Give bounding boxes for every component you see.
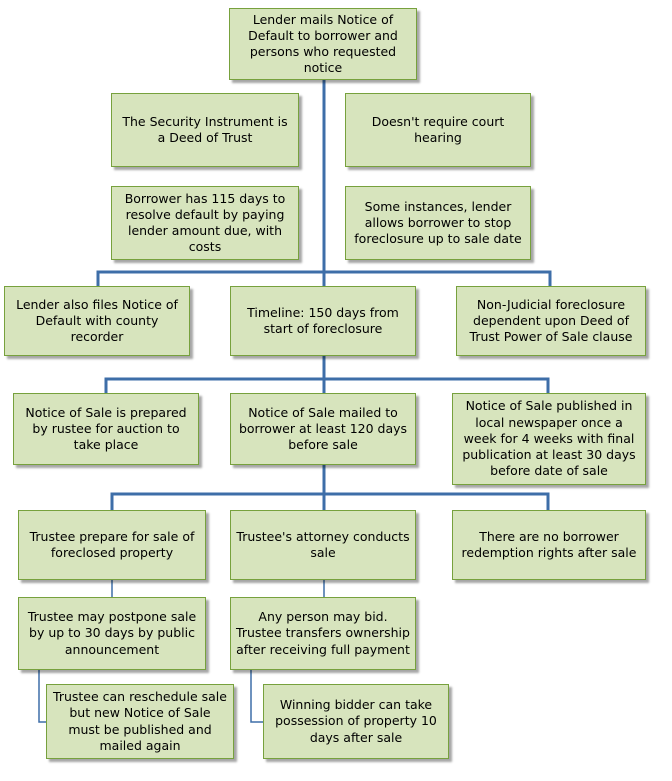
node-text: Trustee can reschedule sale but new Noti…	[53, 689, 227, 753]
node-trustee-postpone-sale: Trustee may postpone sale by up to 30 da…	[18, 597, 206, 670]
node-text: Doesn't require court hearing	[371, 113, 505, 145]
node-notice-of-sale-published: Notice of Sale published in local newspa…	[452, 393, 646, 485]
node-no-redemption-rights: There are no borrower redemption rights …	[452, 510, 646, 580]
node-text: Trustee's attorney conducts sale	[236, 528, 410, 560]
node-any-person-may-bid: Any person may bid. Trustee transfers ow…	[230, 597, 416, 670]
connector-n15-n17	[38, 670, 46, 723]
node-notice-of-sale-prepared: Notice of Sale is prepared by rustee for…	[13, 393, 199, 465]
node-lender-allows-stop: Some instances, lender allows borrower t…	[345, 186, 531, 260]
node-notice-of-sale-mailed: Notice of Sale mailed to borrower at lea…	[230, 393, 416, 465]
connector-n16-n18	[250, 670, 263, 723]
node-text: The Security Instrument is a Deed of Tru…	[122, 113, 288, 145]
node-lender-mails-notice: Lender mails Notice of Default to borrow…	[229, 8, 417, 80]
node-text: Lender mails Notice of Default to borrow…	[248, 11, 398, 76]
node-trustee-reschedule-sale: Trustee can reschedule sale but new Noti…	[46, 684, 234, 759]
node-attorney-conducts-sale: Trustee's attorney conducts sale	[230, 510, 416, 580]
node-no-court-hearing: Doesn't require court hearing	[345, 93, 531, 167]
node-text: Notice of Sale published in local newspa…	[462, 398, 636, 479]
node-text: Trustee may postpone sale by up to 30 da…	[27, 609, 197, 657]
node-trustee-prepare-sale: Trustee prepare for sale of foreclosed p…	[18, 510, 206, 580]
node-text: Notice of Sale mailed to borrower at lea…	[238, 404, 408, 453]
node-text: Winning bidder can take possession of pr…	[275, 697, 437, 745]
node-text: Non-Judicial foreclosure dependent upon …	[469, 296, 633, 345]
node-text: There are no borrower redemption rights …	[461, 528, 637, 560]
node-text: Lender also files Notice of Default with…	[16, 296, 178, 345]
node-files-notice-recorder: Lender also files Notice of Default with…	[4, 286, 190, 356]
node-security-instrument: The Security Instrument is a Deed of Tru…	[111, 93, 299, 167]
node-borrower-115-days: Borrower has 115 days to resolve default…	[111, 186, 299, 260]
node-winning-bidder-possession: Winning bidder can take possession of pr…	[263, 684, 449, 759]
node-text: Some instances, lender allows borrower t…	[354, 198, 522, 247]
node-text: Borrower has 115 days to resolve default…	[124, 190, 286, 255]
node-text: Notice of Sale is prepared by rustee for…	[25, 404, 187, 453]
node-text: Any person may bid. Trustee transfers ow…	[236, 609, 410, 657]
node-non-judicial-foreclosure: Non-Judicial foreclosure dependent upon …	[456, 286, 646, 356]
node-text: Trustee prepare for sale of foreclosed p…	[29, 528, 195, 560]
node-timeline-150-days: Timeline: 150 days from start of foreclo…	[230, 286, 416, 356]
node-text: Timeline: 150 days from start of foreclo…	[247, 304, 399, 336]
